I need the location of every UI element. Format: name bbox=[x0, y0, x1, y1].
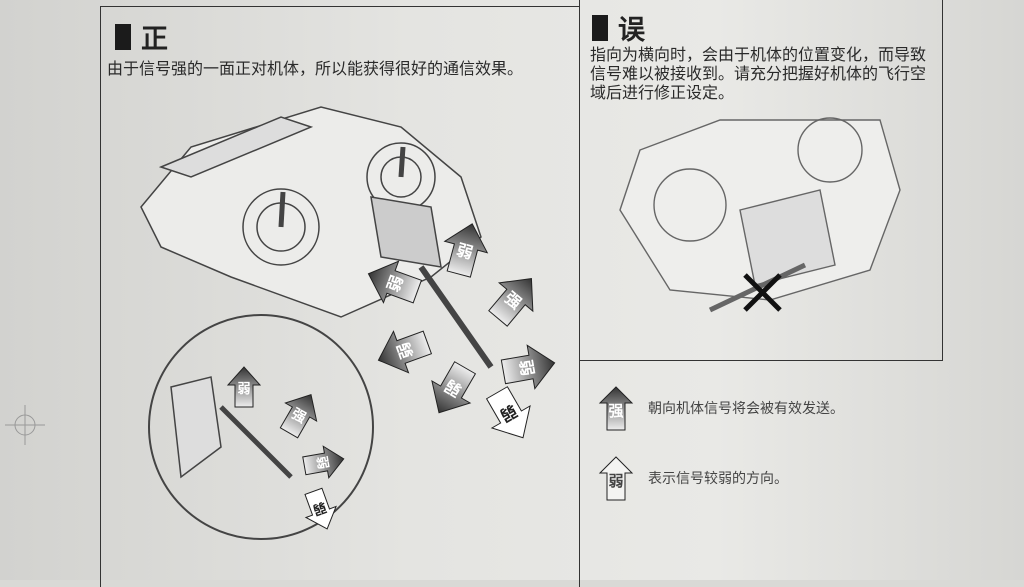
svg-text:弱: 弱 bbox=[313, 455, 331, 471]
strong-arrow: 弱 bbox=[443, 223, 489, 278]
transmitter-sideways-illustration bbox=[619, 117, 901, 313]
correct-panel: 正 由于信号强的一面正对机体，所以能获得很好的通信效果。 强 bbox=[100, 6, 580, 587]
correct-description: 由于信号强的一面正对机体，所以能获得很好的通信效果。 bbox=[107, 59, 524, 78]
weak-arrow: 弱 bbox=[304, 487, 337, 530]
strong-arrow: 强 bbox=[488, 278, 534, 327]
heading-marker bbox=[592, 14, 608, 41]
signal-arrows: 强 弱 弱 弱 弱 弱 弱 弱 强 弱 弱 bbox=[226, 223, 556, 530]
registration-mark-icon bbox=[5, 405, 45, 445]
cross-icon bbox=[743, 273, 782, 312]
svg-text:弱: 弱 bbox=[516, 358, 537, 377]
weak-arrow: 弱 bbox=[302, 445, 345, 479]
legend-weak-text: 表示信号较弱的方向。 bbox=[648, 471, 788, 487]
weak-arrow: 弱 bbox=[226, 366, 262, 408]
correct-heading: 正 bbox=[115, 17, 168, 56]
legend-weak: 弱 表示信号较弱的方向。 bbox=[598, 455, 788, 501]
weak-arrow: 弱 bbox=[367, 260, 423, 304]
svg-text:弱: 弱 bbox=[237, 381, 250, 397]
weak-arrow: 弱 bbox=[485, 386, 531, 439]
svg-text:弱: 弱 bbox=[394, 340, 417, 362]
svg-text:弱: 弱 bbox=[455, 240, 475, 262]
svg-text:强: 强 bbox=[288, 406, 308, 427]
wrong-heading: 误 bbox=[592, 8, 645, 47]
wrong-description: 指向为横向时，会由于机体的位置变化，而导致信号难以被接收到。请充分把握好机体的飞… bbox=[590, 45, 927, 102]
strong-arrow-icon: 强 bbox=[598, 385, 634, 431]
strong-arrow: 强 bbox=[279, 394, 318, 439]
weak-arrow: 弱 bbox=[377, 330, 433, 374]
weak-arrow: 弱 bbox=[500, 344, 556, 390]
legend-strong: 强 朝向机体信号将会被有效发送。 bbox=[598, 385, 844, 431]
legend-strong-text: 朝向机体信号将会被有效发送。 bbox=[648, 401, 844, 417]
heading-marker bbox=[115, 23, 131, 50]
weak-arrow: 弱 bbox=[431, 361, 477, 414]
svg-text:弱: 弱 bbox=[311, 498, 329, 517]
wrong-panel: 误 指向为横向时，会由于机体的位置变化，而导致信号难以被接收到。请充分把握好机体… bbox=[579, 0, 943, 361]
svg-text:弱: 弱 bbox=[384, 273, 407, 295]
wrong-title: 误 bbox=[618, 15, 645, 46]
correct-title: 正 bbox=[141, 24, 168, 55]
weak-arrow-icon: 弱 bbox=[598, 455, 634, 501]
